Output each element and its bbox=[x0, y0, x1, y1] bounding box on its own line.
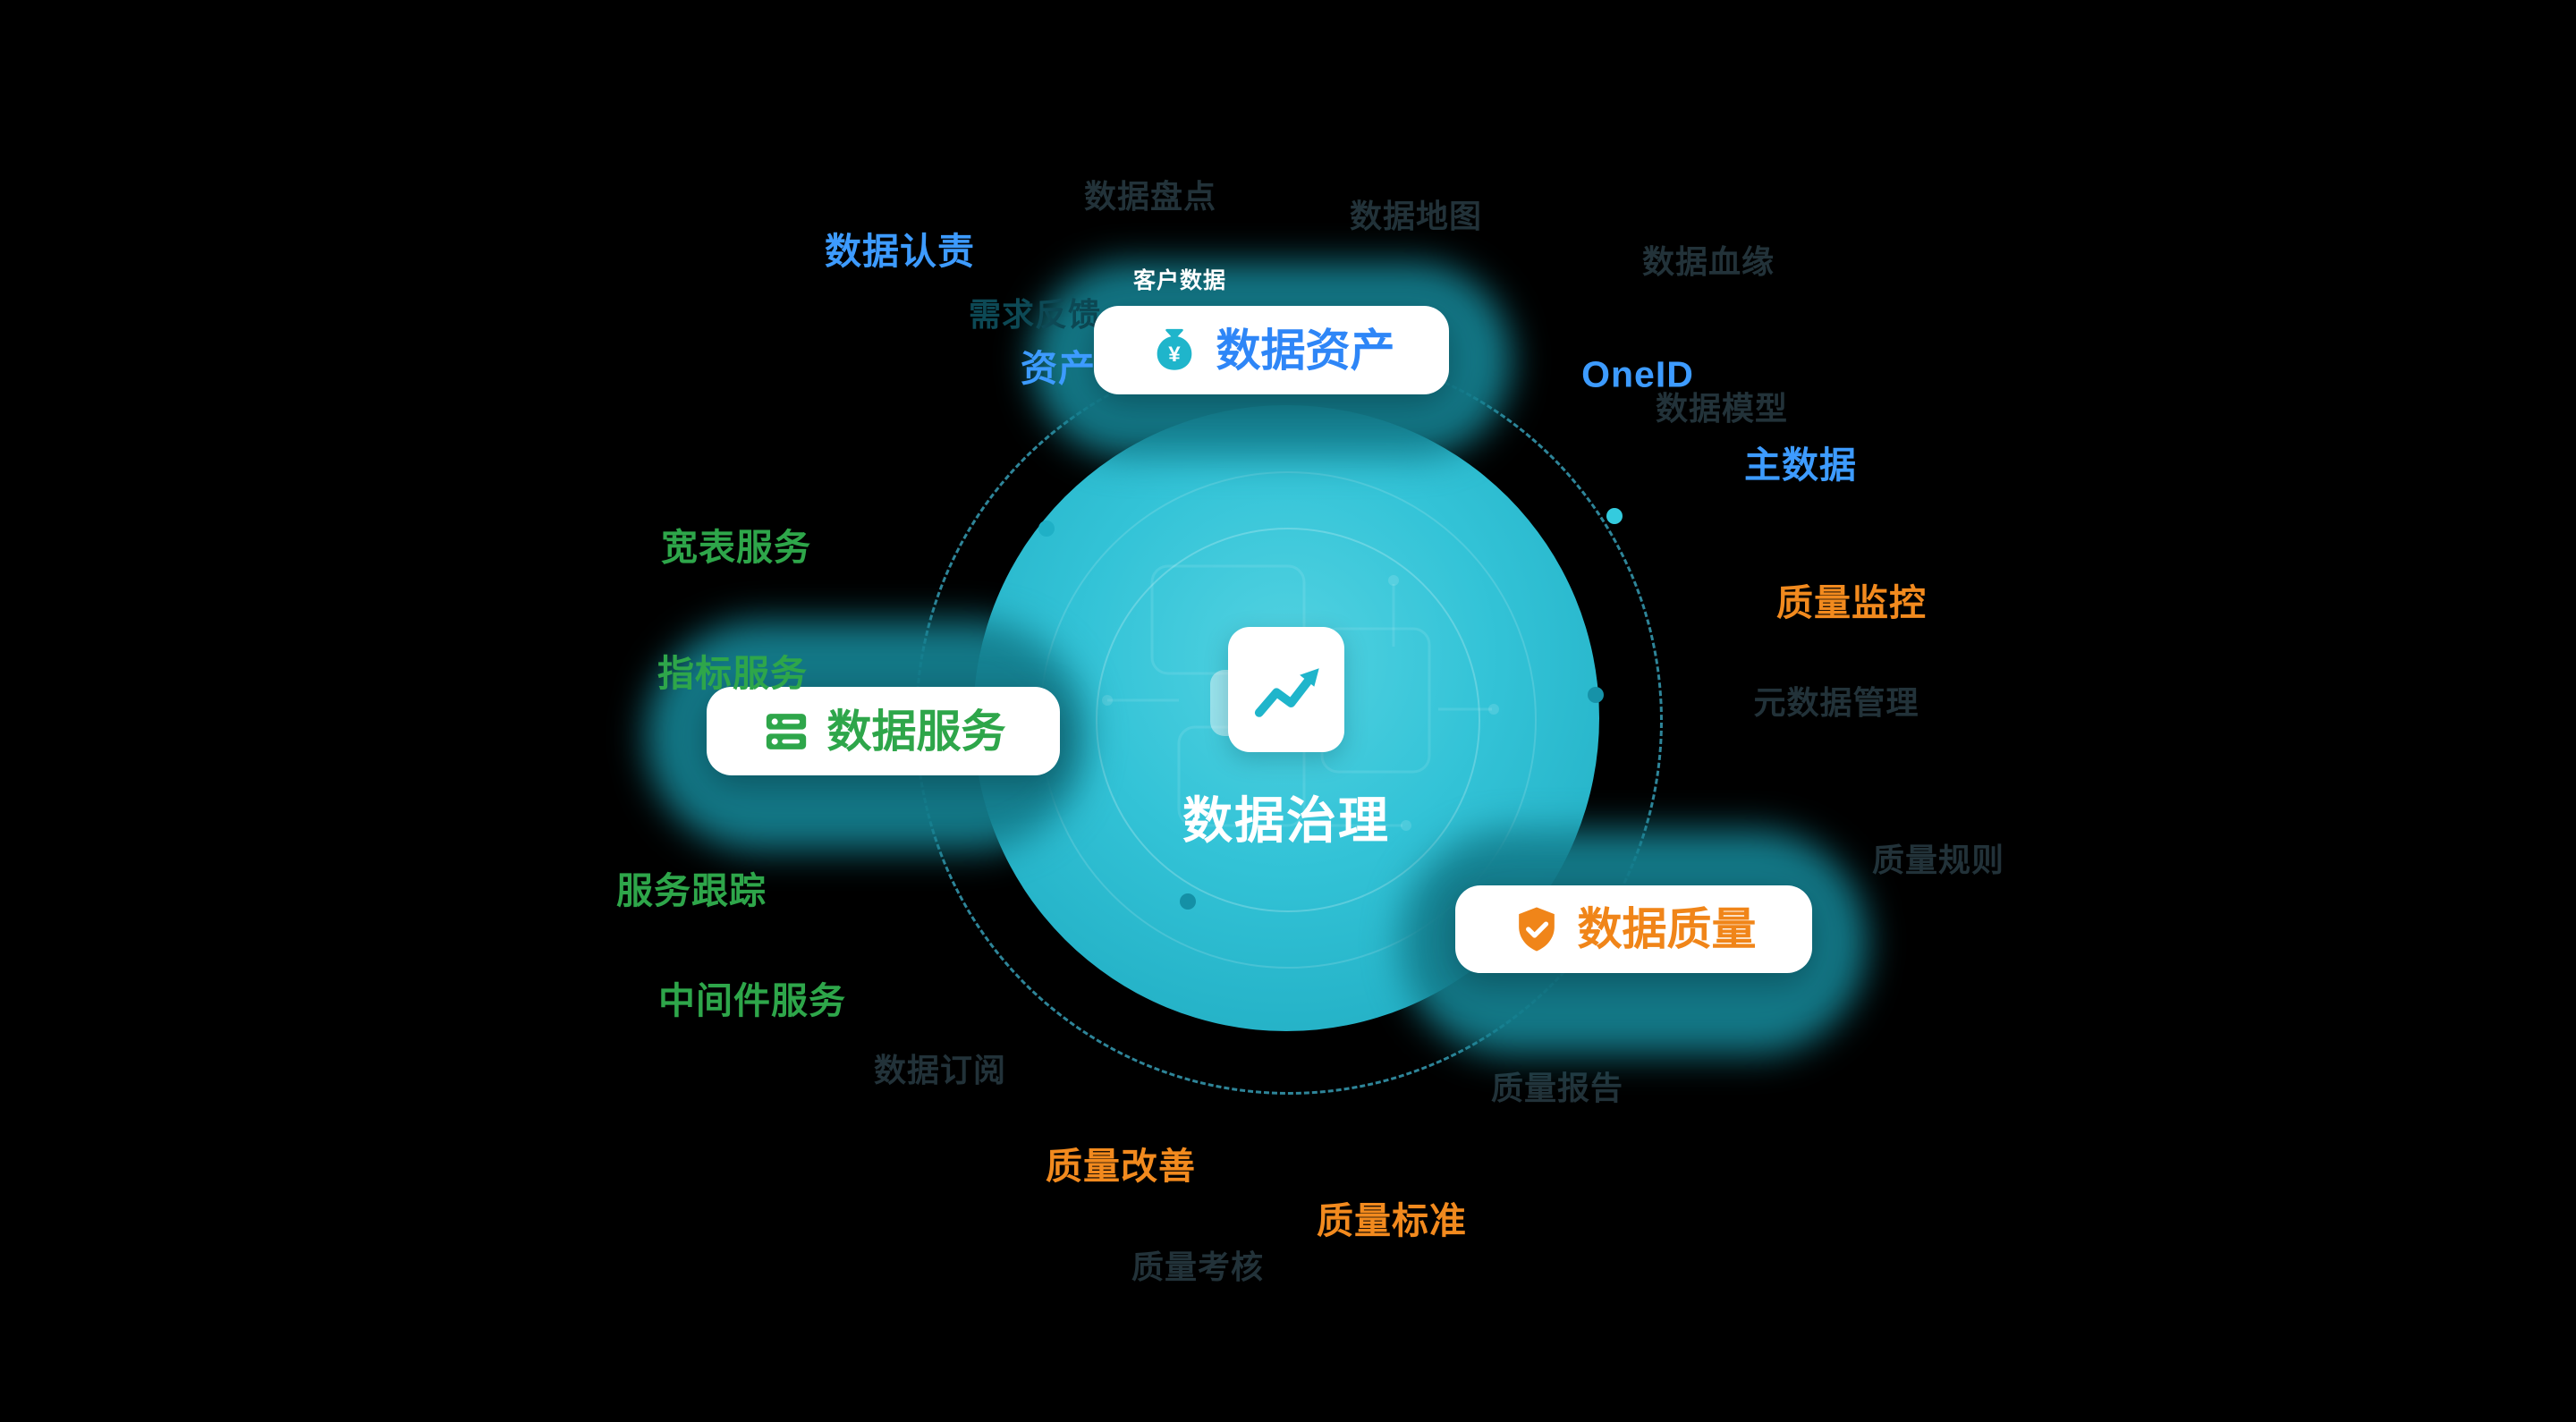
faint-label: 需求反馈 bbox=[968, 296, 1102, 333]
label-oneid: OneID bbox=[1581, 353, 1694, 395]
label-customer-data: 客户数据 bbox=[1132, 268, 1227, 293]
label-metric-service: 指标服务 bbox=[657, 653, 808, 694]
label-data-accountability: 数据认责 bbox=[825, 231, 975, 272]
orbit-dot bbox=[1180, 893, 1196, 910]
faint-label: 质量报告 bbox=[1490, 1070, 1624, 1106]
chart-document-icon bbox=[973, 405, 1599, 1031]
faint-label: 数据模型 bbox=[1655, 390, 1789, 427]
label-quality-improvement: 质量改善 bbox=[1046, 1146, 1196, 1187]
faint-label: 质量考核 bbox=[1131, 1248, 1265, 1285]
database-icon bbox=[761, 707, 811, 757]
label-middleware-service: 中间件服务 bbox=[658, 980, 846, 1021]
label-quality-monitoring: 质量监控 bbox=[1776, 582, 1927, 623]
faint-label: 质量规则 bbox=[1871, 842, 2005, 878]
card-data-services[interactable]: 数据服务 bbox=[707, 687, 1060, 775]
faint-label: 数据订阅 bbox=[873, 1052, 1007, 1088]
chart-line-icon bbox=[1228, 627, 1344, 752]
faint-label: 数据血缘 bbox=[1641, 243, 1775, 280]
orbit-dot bbox=[1606, 508, 1623, 524]
svg-text:¥: ¥ bbox=[1168, 343, 1181, 367]
card-data-quality[interactable]: 数据质量 bbox=[1455, 885, 1812, 973]
label-wide-table-service: 宽表服务 bbox=[661, 527, 811, 568]
card-data-quality-label: 数据质量 bbox=[1577, 904, 1757, 954]
money-bag-icon: ¥ bbox=[1148, 325, 1200, 377]
label-asset: 资产 bbox=[1021, 348, 1096, 389]
orbit-dot bbox=[1038, 521, 1055, 537]
card-data-services-label: 数据服务 bbox=[826, 706, 1006, 757]
card-data-assets-label: 数据资产 bbox=[1216, 325, 1395, 376]
label-master-data: 主数据 bbox=[1744, 444, 1857, 486]
faint-label: 数据盘点 bbox=[1083, 178, 1217, 215]
shield-check-icon bbox=[1512, 904, 1562, 954]
orbit-dot bbox=[1588, 687, 1604, 703]
inner-ring-inner bbox=[1096, 528, 1480, 912]
faint-label: 数据地图 bbox=[1349, 198, 1483, 234]
label-quality-standard: 质量标准 bbox=[1317, 1200, 1467, 1241]
card-data-assets[interactable]: ¥ 数据资产 bbox=[1094, 306, 1449, 394]
faint-label: 元数据管理 bbox=[1753, 684, 1919, 721]
center-title: 数据治理 bbox=[1182, 792, 1390, 849]
label-service-tracking: 服务跟踪 bbox=[616, 870, 767, 911]
